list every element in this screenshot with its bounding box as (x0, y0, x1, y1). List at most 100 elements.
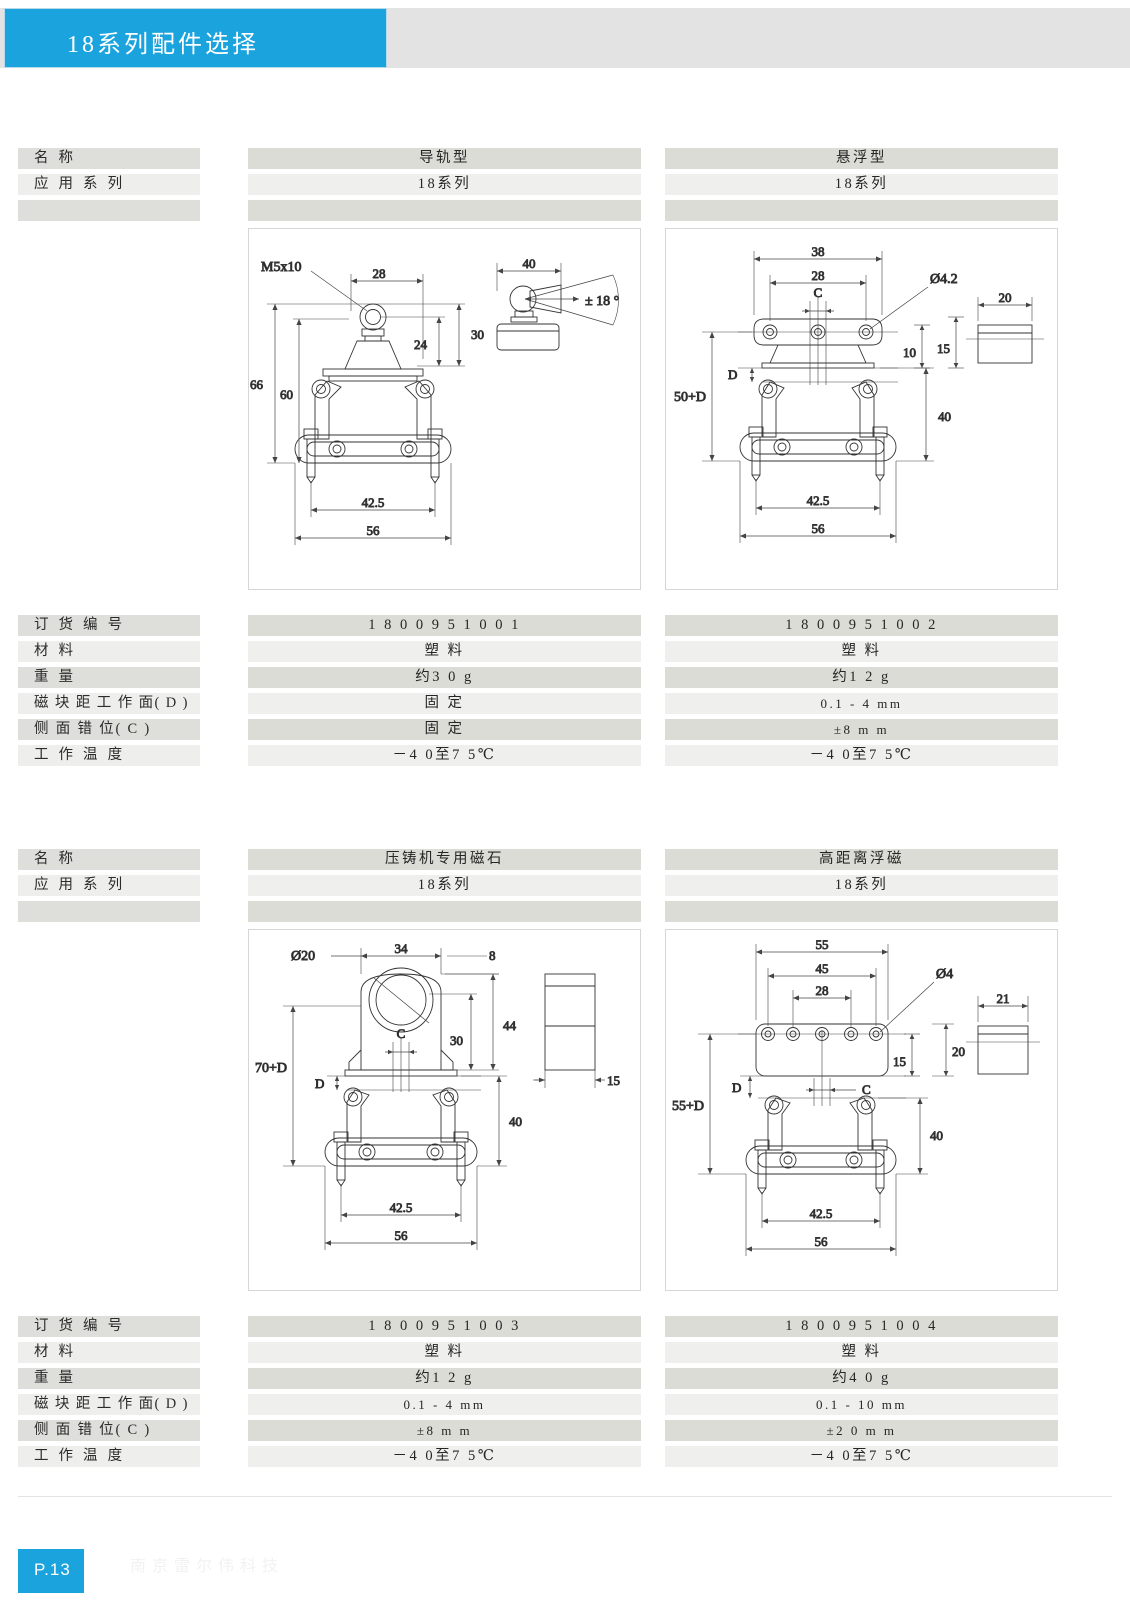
footer-watermark: 南京雷尔伟科技 (130, 1558, 285, 1575)
label-offset-1: 侧 面 错 位( C ) (18, 719, 200, 740)
drawing-panel-p2: D (665, 228, 1058, 590)
value-material-p1: 塑 料 (248, 641, 641, 662)
footer-divider (18, 1496, 1112, 1497)
dim-15-p2: 15 (937, 341, 950, 356)
dim-D-p3: D (315, 1076, 324, 1091)
dim-45-p4: 45 (816, 961, 829, 976)
dim-40-p1: 40 (523, 256, 536, 271)
value-distance-p4: 0.1 - 10 mm (665, 1394, 1058, 1415)
label-offset-2: 侧 面 错 位( C ) (18, 1420, 200, 1441)
technical-drawing-rail-type: 28 M5x10 30 24 (250, 256, 620, 545)
dim-20-p2: 20 (999, 290, 1012, 305)
dim-42-5-p3: 42.5 (390, 1200, 413, 1215)
technical-drawing-high-distance-float: D C (672, 937, 1040, 1256)
value-temp-p2: －4 0至7 5℃ (665, 745, 1058, 766)
value-name-p3: 压铸机专用磁石 (248, 849, 641, 870)
dim-42-5-p2: 42.5 (807, 493, 830, 508)
value-blank-p3 (248, 901, 641, 922)
dim-30-p3: 30 (450, 1033, 463, 1048)
value-series-p3: 18系列 (248, 875, 641, 896)
page-number-label: P.13 (34, 1560, 71, 1579)
value-offset-p1: 固 定 (248, 719, 641, 740)
label-distance-1: 磁 块 距 工 作 面( D ) (18, 693, 200, 714)
technical-drawing-suspension-type: D (674, 244, 1044, 543)
value-temp-p3: －4 0至7 5℃ (248, 1446, 641, 1467)
page-title: 18系列配件选择 (67, 32, 259, 58)
value-distance-p1: 固 定 (248, 693, 641, 714)
value-offset-p4: ±2 0 m m (665, 1420, 1058, 1441)
dim-28-p2: 28 (812, 268, 825, 283)
dim-42-5-p1: 42.5 (362, 495, 385, 510)
value-offset-p2: ±8 m m (665, 719, 1058, 740)
value-offset-p3: ±8 m m (248, 1420, 641, 1441)
dim-D-p4: D (732, 1080, 741, 1095)
label-temp-2: 工 作 温 度 (18, 1446, 200, 1467)
dim-50D-p2: 50+D (674, 390, 706, 405)
label-series-2: 应 用 系 列 (18, 875, 200, 896)
dim-phi4-2-p2: Ø4.2 (930, 272, 958, 287)
technical-drawing-diecast-magnet: D C (255, 941, 620, 1250)
dim-34-p3: 34 (395, 941, 409, 956)
dim-20-p4: 20 (952, 1044, 965, 1059)
dim-C-p2: C (814, 285, 823, 300)
dim-55-p4: 55 (816, 937, 829, 952)
dim-42-5-p4: 42.5 (810, 1206, 833, 1221)
value-weight-p1: 约3 0 g (248, 667, 641, 688)
value-material-p2: 塑 料 (665, 641, 1058, 662)
value-series-p2: 18系列 (665, 174, 1058, 195)
drawing-panel-p3: D C (248, 929, 641, 1291)
dim-8-p3: 8 (489, 948, 496, 963)
dim-15-p3: 15 (607, 1073, 620, 1088)
value-distance-p3: 0.1 - 4 mm (248, 1394, 641, 1415)
dim-D-p2: D (728, 367, 737, 382)
label-order-1: 订 货 编 号 (18, 615, 200, 636)
dim-10-p2: 10 (903, 345, 916, 360)
value-temp-p1: －4 0至7 5℃ (248, 745, 641, 766)
dim-66-p1: 66 (250, 377, 264, 392)
dim-15-p4: 15 (893, 1054, 906, 1069)
value-order-p4: 1 8 0 0 9 5 1 0 0 4 (665, 1316, 1058, 1337)
dim-56-p2: 56 (812, 521, 826, 536)
value-order-p1: 1 8 0 0 9 5 1 0 0 1 (248, 615, 641, 636)
value-blank-p1 (248, 200, 641, 221)
drawing-panel-p1: 28 M5x10 30 24 (248, 228, 641, 590)
value-blank-p4 (665, 901, 1058, 922)
dim-44-p3: 44 (503, 1018, 517, 1033)
value-name-p1: 导轨型 (248, 148, 641, 169)
dim-phi4-p4: Ø4 (936, 967, 953, 982)
dim-40-p4: 40 (930, 1128, 943, 1143)
dim-38-p2: 38 (812, 244, 825, 259)
page-number-badge: P.13 (18, 1549, 84, 1593)
dim-phi20-p3: Ø20 (291, 949, 315, 964)
dim-60-p1: 60 (280, 387, 293, 402)
dim-55D-p4: 55+D (672, 1099, 704, 1114)
value-weight-p2: 约1 2 g (665, 667, 1058, 688)
dim-30-p1: 30 (471, 327, 484, 342)
dim-56-p3: 56 (395, 1228, 409, 1243)
value-order-p2: 1 8 0 0 9 5 1 0 0 2 (665, 615, 1058, 636)
value-order-p3: 1 8 0 0 9 5 1 0 0 3 (248, 1316, 641, 1337)
value-series-p1: 18系列 (248, 174, 641, 195)
dim-28-p1: 28 (373, 266, 386, 281)
value-weight-p4: 约4 0 g (665, 1368, 1058, 1389)
label-blank-2 (18, 901, 200, 922)
value-name-p4: 高距离浮磁 (665, 849, 1058, 870)
dim-24-p1: 24 (414, 337, 428, 352)
value-distance-p2: 0.1 - 4 mm (665, 693, 1058, 714)
value-name-p2: 悬浮型 (665, 148, 1058, 169)
dim-C-p3: C (397, 1026, 406, 1041)
label-temp-1: 工 作 温 度 (18, 745, 200, 766)
dim-70D-p3: 70+D (255, 1061, 287, 1076)
value-material-p3: 塑 料 (248, 1342, 641, 1363)
value-material-p4: 塑 料 (665, 1342, 1058, 1363)
page-header: 18系列配件选择 (4, 8, 387, 68)
label-series-1: 应 用 系 列 (18, 174, 200, 195)
value-series-p4: 18系列 (665, 875, 1058, 896)
dim-56-p1: 56 (367, 523, 381, 538)
label-weight-2: 重 量 (18, 1368, 200, 1389)
label-material-2: 材 料 (18, 1342, 200, 1363)
label-name-2: 名 称 (18, 849, 200, 870)
dim-40-p3: 40 (509, 1114, 522, 1129)
dim-C-p4: C (862, 1082, 871, 1097)
